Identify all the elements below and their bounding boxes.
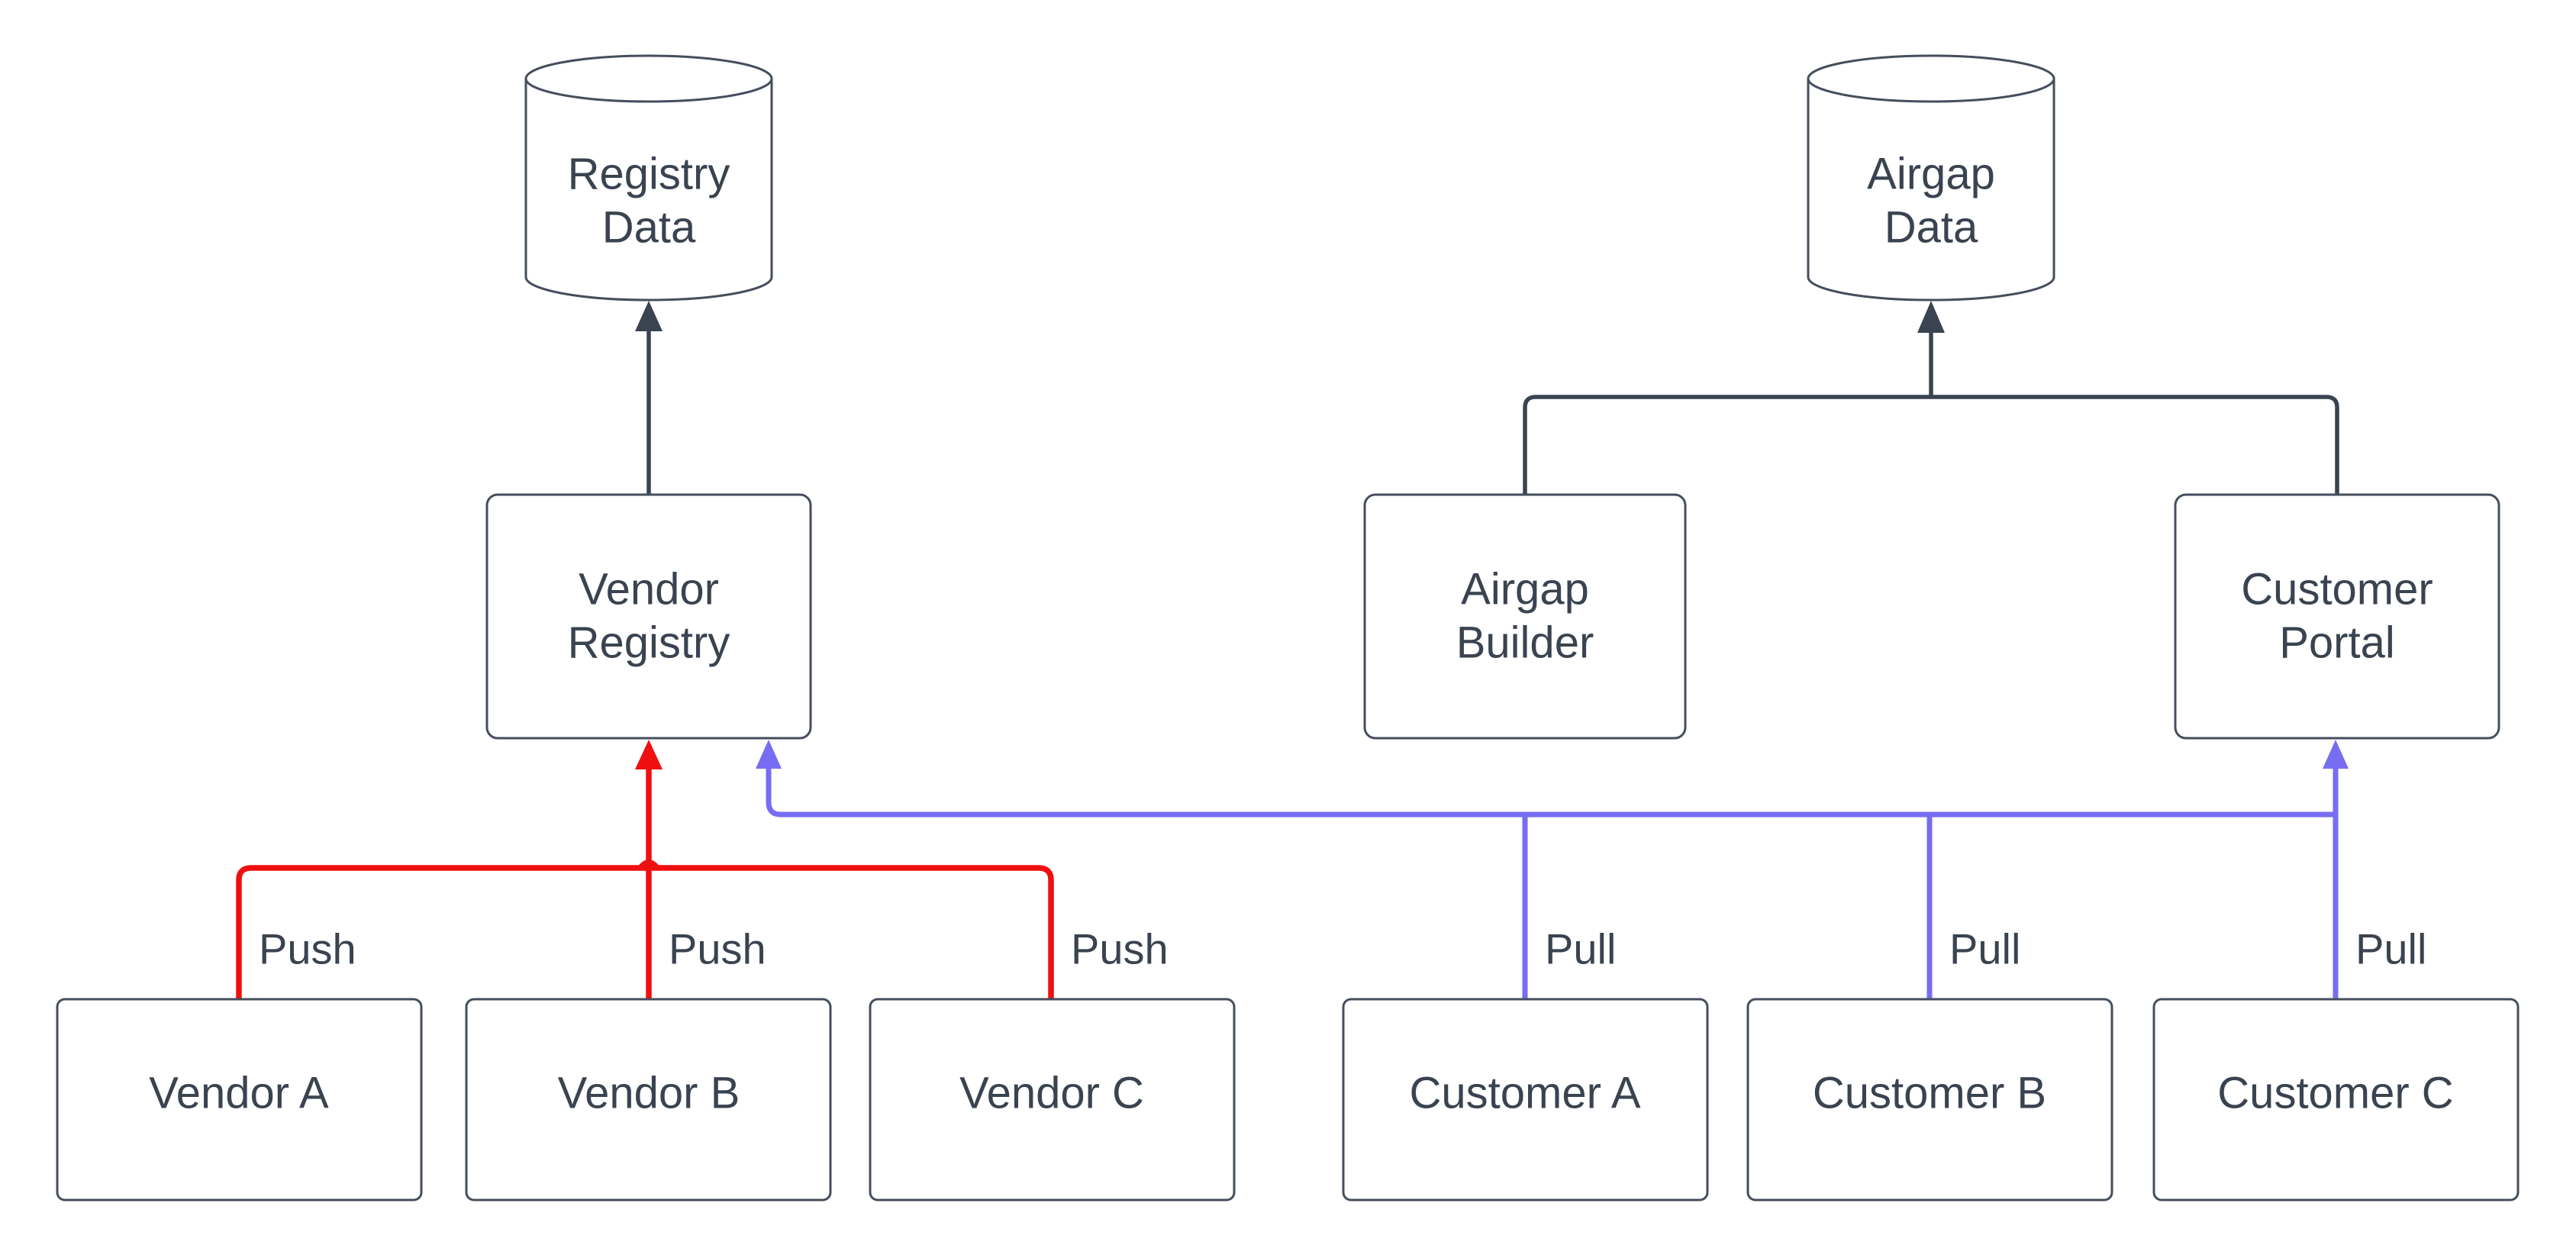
box (1746, 998, 2113, 1202)
node-label: Airgap (1461, 565, 1589, 614)
pull-bus-line (766, 767, 2336, 818)
node-label: Vendor C (959, 1069, 1144, 1118)
box (2152, 998, 2520, 1202)
node-label: Registry (568, 150, 730, 199)
edge-label-push-vendor-c: Push (1071, 925, 1169, 973)
box (485, 493, 812, 740)
cylinder-top (1807, 54, 2055, 103)
node-label: Customer C (2217, 1069, 2453, 1118)
box (56, 998, 423, 1202)
edge-label-pull-customer-a: Pull (1545, 925, 1616, 973)
edge-line (1523, 395, 2339, 495)
edge-label-push-vendor-a: Push (259, 925, 356, 973)
edge-label-push-vendor-b: Push (669, 925, 766, 973)
push-bus-line (236, 865, 1054, 999)
node-label: Airgap (1867, 150, 1995, 199)
node-label: Portal (2279, 618, 2395, 668)
edge-label-pull-customer-c: Pull (2355, 925, 2426, 973)
edge-customers-pull-bus (756, 740, 2349, 999)
node-vendor-b: Vendor B (465, 998, 832, 1202)
box (869, 998, 1236, 1202)
box (465, 998, 832, 1202)
edge-airgap-builder-and-customer-portal-to-airgap-data (1523, 301, 2339, 495)
node-label: Registry (568, 618, 730, 668)
node-label: Customer A (1410, 1069, 1641, 1118)
node-label: Data (1884, 203, 1978, 253)
node-vendor-a: Vendor A (56, 998, 423, 1202)
arrowhead-up-icon (756, 740, 782, 769)
edge-vendor-registry-to-registry-data (635, 301, 663, 495)
node-customer-a: Customer A (1342, 998, 1709, 1202)
cylinder-body (524, 79, 773, 302)
node-vendor-registry: Vendor Registry (485, 493, 812, 740)
node-customer-c: Customer C (2152, 998, 2520, 1202)
push-junction-bump (635, 860, 663, 870)
box (1342, 998, 1709, 1202)
node-label: Customer (2241, 565, 2433, 614)
node-label: Builder (1456, 618, 1594, 668)
edge-vendors-push-to-vendor-registry (236, 740, 1054, 999)
node-label: Customer B (1813, 1069, 2046, 1118)
cylinder-body (1807, 79, 2055, 302)
arrowhead-up-icon (1917, 301, 1945, 333)
box (2174, 493, 2500, 740)
node-airgap-data: Airgap Data (1807, 54, 2055, 302)
box (1363, 493, 1687, 740)
edge-label-pull-customer-b: Pull (1949, 925, 2020, 973)
arrowhead-up-icon (635, 740, 663, 769)
node-label: Vendor (579, 565, 719, 614)
node-label: Vendor B (558, 1069, 740, 1118)
node-vendor-c: Vendor C (869, 998, 1236, 1202)
arrowhead-up-icon (2323, 740, 2349, 769)
node-label: Vendor A (149, 1069, 329, 1118)
node-registry-data: Registry Data (524, 54, 773, 302)
node-label: Data (602, 203, 696, 253)
node-customer-b: Customer B (1746, 998, 2113, 1202)
node-customer-portal: Customer Portal (2174, 493, 2500, 740)
arrowhead-up-icon (635, 301, 663, 331)
cylinder-top (524, 54, 773, 103)
node-airgap-builder: Airgap Builder (1363, 493, 1687, 740)
